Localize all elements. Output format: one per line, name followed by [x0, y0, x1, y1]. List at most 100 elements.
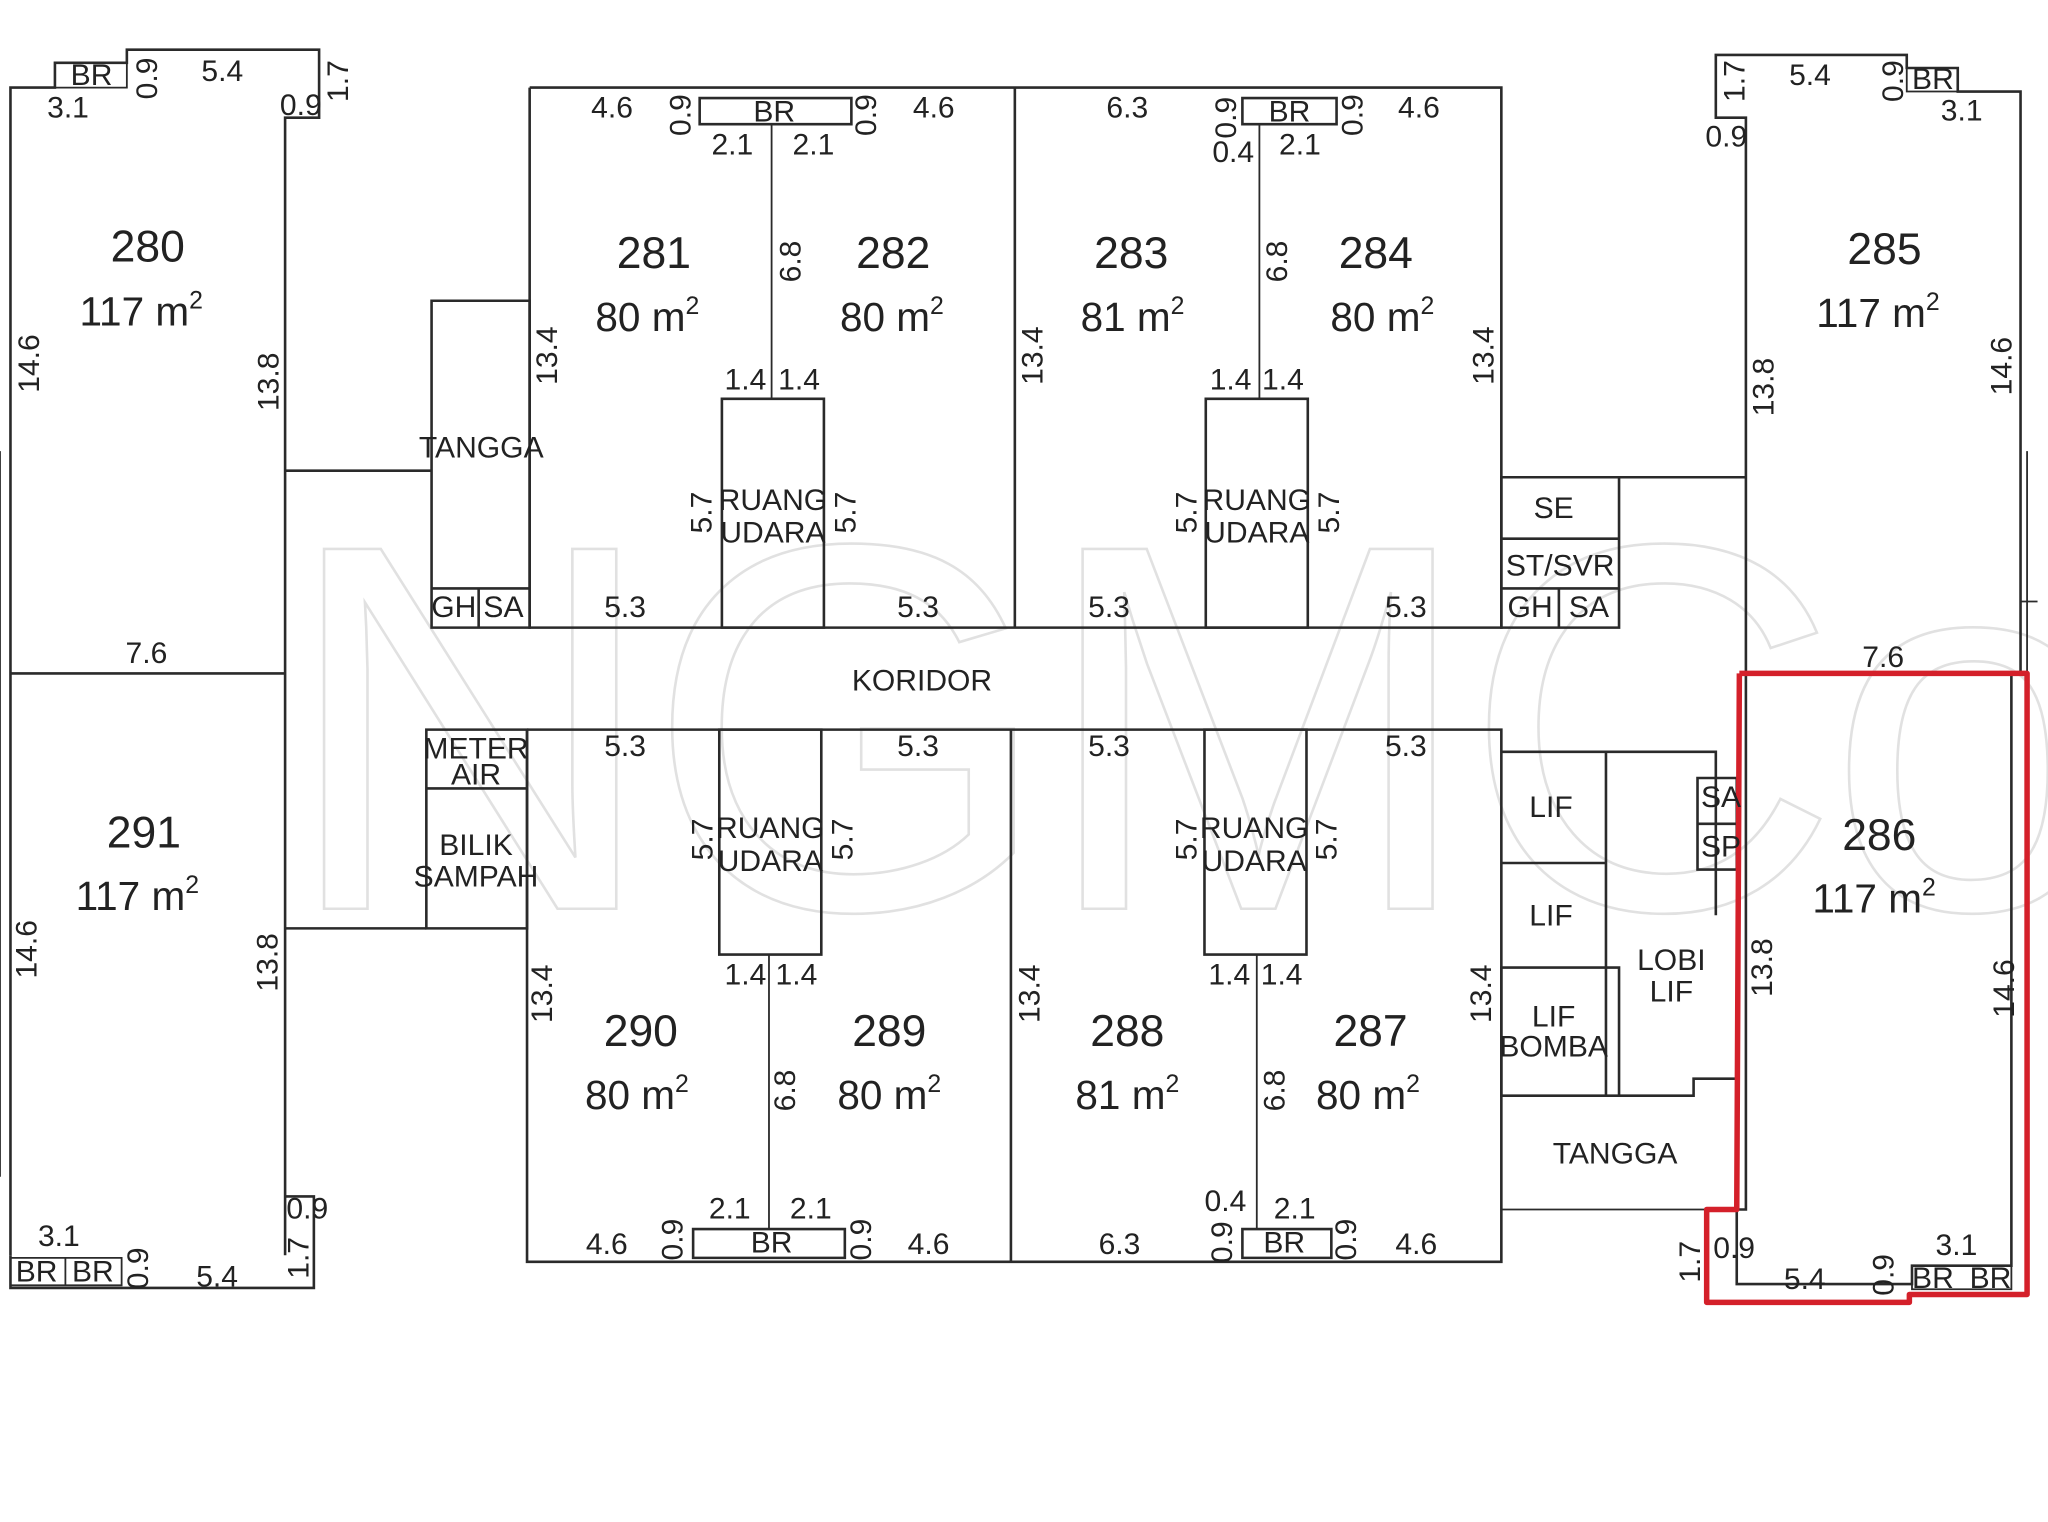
svg-text:117 m2: 117 m2 — [1812, 875, 1935, 922]
dim: 5.3 — [1088, 730, 1130, 763]
room-lobi: LOBI — [1637, 944, 1706, 977]
dim: 5.7 — [827, 819, 860, 861]
br-281-282: BR — [753, 96, 795, 129]
room-lobi-lif: LIF — [1650, 976, 1693, 1009]
dim: 2.1 — [1274, 1193, 1316, 1226]
dim: 1.4 — [1208, 959, 1250, 992]
dim: 5.3 — [1088, 591, 1130, 624]
dim: 1.7 — [322, 60, 355, 102]
dim: 5.4 — [201, 55, 243, 88]
dim: 5.4 — [196, 1261, 238, 1294]
room-gh-top-left: GH — [431, 591, 476, 624]
dim: 4.6 — [908, 1228, 950, 1261]
dim: 5.7 — [685, 492, 718, 534]
dim: 7.6 — [126, 637, 168, 670]
dim: 5.7 — [1311, 819, 1344, 861]
dim: 5.4 — [1789, 59, 1831, 92]
dim: 2.1 — [793, 128, 835, 161]
dim: 13.8 — [1747, 358, 1780, 417]
svg-text:81 m2: 81 m2 — [1075, 1071, 1179, 1118]
dim: 5.4 — [1784, 1263, 1826, 1296]
dim: 0.9 — [845, 1219, 878, 1261]
dim: 0.9 — [1713, 1232, 1755, 1265]
unit-label-290: 290 80 m2 — [585, 1007, 689, 1118]
dim: 1.4 — [1210, 364, 1252, 397]
dim: 6.8 — [1258, 1070, 1291, 1112]
dim: 4.6 — [591, 92, 633, 125]
svg-text:286: 286 — [1842, 811, 1916, 860]
dim: 5.3 — [604, 730, 646, 763]
dim: 0.4 — [1212, 136, 1254, 169]
svg-text:282: 282 — [856, 229, 930, 278]
dim: 14.6 — [13, 334, 46, 393]
svg-text:288: 288 — [1090, 1007, 1164, 1056]
room-gh-top-right: GH — [1508, 591, 1553, 624]
unit-label-285: 285 117 m2 — [1816, 225, 1939, 336]
br-286-a: BR — [1912, 1262, 1954, 1295]
dim: 1.7 — [283, 1237, 316, 1279]
dim: 1.4 — [1261, 959, 1303, 992]
svg-text:289: 289 — [852, 1007, 926, 1056]
dim: 2.1 — [790, 1193, 832, 1226]
svg-text:281: 281 — [617, 229, 691, 278]
watermark: NGMCo — [281, 435, 2048, 1020]
dim: 6.3 — [1106, 92, 1148, 125]
dim: 13.8 — [1746, 938, 1779, 997]
br-285: BR — [1912, 63, 1954, 96]
dim: 4.6 — [1395, 1228, 1437, 1261]
dim: 0.9 — [122, 1247, 155, 1289]
dim: 6.8 — [1261, 241, 1294, 283]
unit-label-280: 280 117 m2 — [80, 223, 203, 335]
unit-286[interactable] — [1707, 673, 2027, 1302]
dim: 13.4 — [526, 964, 559, 1023]
dim: 13.4 — [531, 326, 564, 385]
dim: 1.7 — [1719, 60, 1752, 102]
dim: 5.3 — [1385, 591, 1427, 624]
dim: 1.4 — [725, 959, 767, 992]
dim: 5.7 — [1313, 492, 1346, 534]
svg-text:117 m2: 117 m2 — [76, 872, 199, 919]
dim: 3.1 — [47, 92, 89, 125]
dim: 0.9 — [1210, 97, 1243, 139]
unit-280[interactable] — [10, 50, 319, 1256]
room-sampah: SAMPAH — [414, 861, 539, 894]
br-288-287: BR — [1263, 1227, 1305, 1260]
svg-text:117 m2: 117 m2 — [80, 288, 203, 335]
dim: 0.9 — [1868, 1254, 1901, 1296]
room-udara-2: UDARA — [1204, 517, 1309, 550]
unit-label-282: 282 80 m2 — [840, 229, 944, 340]
svg-text:80 m2: 80 m2 — [1316, 1071, 1420, 1118]
unit-label-289: 289 80 m2 — [837, 1007, 941, 1118]
room-tangga-bottom: TANGGA — [1553, 1138, 1678, 1171]
dim: 0.9 — [665, 94, 698, 136]
dim: 5.7 — [687, 819, 720, 861]
dim: 5.7 — [1171, 819, 1204, 861]
room-ruang-3: RUANG — [716, 812, 825, 845]
dim: 4.6 — [1398, 92, 1440, 125]
room-sa-top-right: SA — [1569, 591, 1609, 624]
dim: 5.3 — [897, 730, 939, 763]
dim: 13.4 — [1016, 326, 1049, 385]
svg-text:280: 280 — [111, 223, 185, 272]
dim: 1.4 — [725, 364, 767, 397]
dim: 0.9 — [1206, 1221, 1239, 1263]
room-ruang-1: RUANG — [719, 484, 828, 517]
dim: 4.6 — [913, 92, 955, 125]
dim: 2.1 — [711, 128, 753, 161]
room-sa-top-left: SA — [483, 591, 523, 624]
room-air: AIR — [451, 759, 501, 792]
unit-label-291: 291 117 m2 — [76, 808, 199, 919]
room-bilik: BILIK — [439, 829, 513, 862]
dim: 1.4 — [778, 364, 820, 397]
dim: 0.9 — [657, 1219, 690, 1261]
svg-text:291: 291 — [107, 808, 181, 857]
room-udara-1: UDARA — [720, 517, 825, 550]
dim: 3.1 — [1941, 94, 1983, 127]
room-udara-3: UDARA — [718, 845, 823, 878]
room-tangga-top: TANGGA — [419, 432, 544, 465]
dim: 13.8 — [253, 353, 286, 412]
br-290-289: BR — [751, 1227, 793, 1260]
dim: 13.4 — [1467, 326, 1500, 385]
room-bomba: BOMBA — [1499, 1031, 1608, 1064]
svg-text:287: 287 — [1333, 1007, 1407, 1056]
